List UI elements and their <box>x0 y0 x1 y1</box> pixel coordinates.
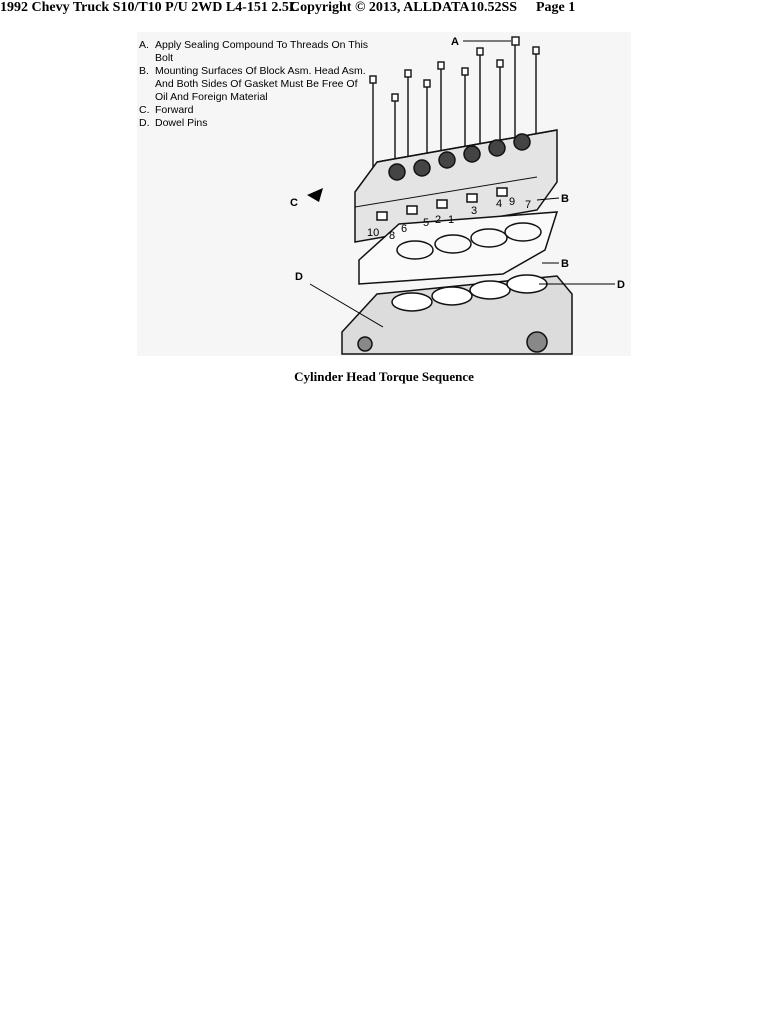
callout-b: B <box>561 258 569 270</box>
legend-item: A. Apply Sealing Compound To Threads On … <box>139 39 369 64</box>
callout-c: C <box>290 197 298 209</box>
torque-sequence-number: 5 <box>423 217 429 229</box>
page-number: Page 1 <box>536 0 576 15</box>
forward-arrow-icon <box>307 188 323 202</box>
callout-d: D <box>617 279 625 291</box>
torque-sequence-number: 9 <box>509 196 515 208</box>
page-header: 1992 Chevy Truck S10/T10 P/U 2WD L4-151 … <box>0 0 768 20</box>
head-gasket <box>358 211 559 285</box>
torque-sequence-number: 3 <box>471 205 477 217</box>
torque-sequence-number: 6 <box>401 223 407 235</box>
figure-legend: A. Apply Sealing Compound To Threads On … <box>139 39 369 130</box>
torque-sequence-number: 1 <box>448 214 454 226</box>
torque-sequence-number: 8 <box>389 230 395 242</box>
engine-exploded-diagram: A B B C D D 10 8 6 5 2 1 3 4 9 7 <box>290 36 625 355</box>
torque-sequence-number: 10 <box>367 227 379 239</box>
version-label: 10.52SS <box>470 0 518 15</box>
callout-a: A <box>451 36 459 48</box>
callout-d: D <box>295 271 303 283</box>
engine-block <box>341 274 573 355</box>
callout-lines <box>309 40 615 328</box>
document-title: 1992 Chevy Truck S10/T10 P/U 2WD L4-151 … <box>0 0 299 15</box>
callout-b: B <box>561 193 569 205</box>
torque-sequence-number: 4 <box>496 198 502 210</box>
cylinder-head-figure: A B B C D D 10 8 6 5 2 1 3 4 9 7 A. Appl… <box>137 32 631 356</box>
legend-item: D. Dowel Pins <box>139 117 208 129</box>
cylinder-head <box>354 129 558 243</box>
torque-sequence-number: 7 <box>525 199 531 211</box>
copyright-notice: Copyright © 2013, ALLDATA <box>290 0 470 15</box>
torque-sequence-number: 2 <box>435 214 441 226</box>
head-bolt-sealed <box>511 36 520 142</box>
legend-item: C. Forward <box>139 104 194 116</box>
figure-caption: Cylinder Head Torque Sequence <box>294 369 474 384</box>
head-bolt <box>476 47 484 152</box>
legend-item: B. Mounting Surfaces Of Block Asm. Head … <box>139 65 366 103</box>
